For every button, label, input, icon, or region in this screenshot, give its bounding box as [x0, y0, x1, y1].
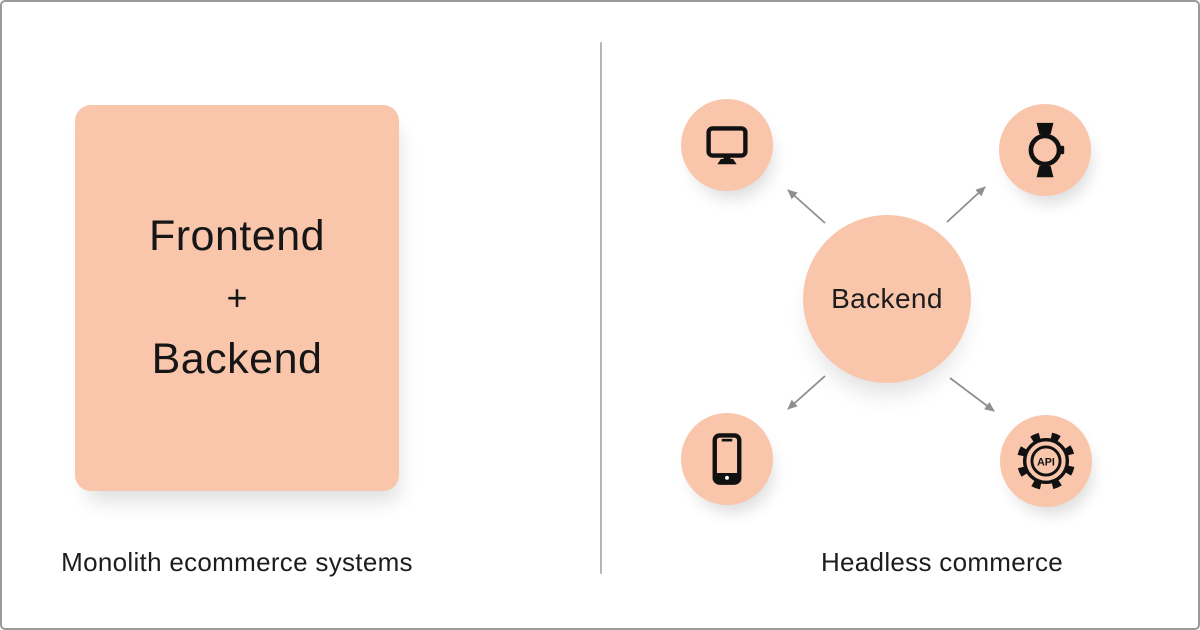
arrows-layer [787, 186, 995, 412]
smartwatch-icon [1028, 122, 1065, 178]
vertical-divider [600, 42, 602, 574]
smartwatch-node [999, 104, 1091, 196]
arrow-to-smartwatch [946, 186, 986, 223]
desktop-node [681, 99, 773, 191]
backend-circle: Backend [803, 215, 971, 383]
backend-circle-label: Backend [831, 283, 943, 314]
plus-sign: + [226, 277, 248, 318]
headless-diagram: Backend [602, 2, 1198, 628]
arrow-to-smartphone [787, 375, 826, 410]
api-icon-label: API [1037, 456, 1055, 468]
frontend-label: Frontend [148, 212, 326, 260]
monolith-box: Frontend + Backend [75, 105, 399, 491]
smartphone-node [681, 413, 773, 505]
arrow-to-desktop [787, 189, 826, 224]
smartphone-icon [712, 433, 742, 485]
backend-label: Backend [151, 335, 323, 383]
desktop-monitor-icon [706, 126, 748, 165]
api-node: API [1000, 415, 1092, 507]
api-gear-icon: API [1016, 431, 1076, 491]
headless-caption: Headless commerce [820, 547, 1064, 577]
monolith-caption: Monolith ecommerce systems [61, 547, 413, 577]
arrow-to-api [949, 377, 995, 412]
